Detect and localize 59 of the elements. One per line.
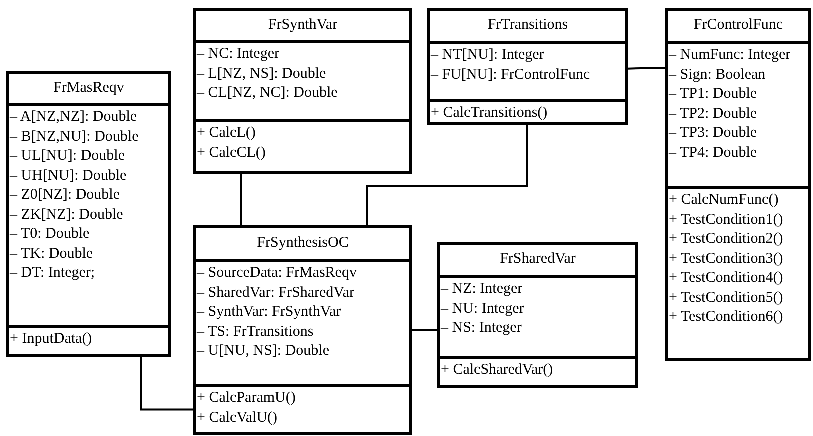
method-text: + TestCondition2() xyxy=(668,230,784,249)
association-line xyxy=(628,67,666,70)
method-text: + TestCondition3() xyxy=(668,250,784,268)
class-box xyxy=(193,8,412,174)
attribute-text: – A[NZ,NZ]: Double xyxy=(9,108,138,127)
class-box xyxy=(427,8,628,125)
class-box xyxy=(193,225,412,435)
attribute-text: – TP1: Double xyxy=(668,85,758,104)
attribute-text: – NZ: Integer xyxy=(440,280,523,299)
class-name: FrSynthesisOC xyxy=(256,234,349,253)
association-line xyxy=(140,357,193,411)
attribute-text: – TP4: Double xyxy=(668,144,758,162)
method-text: + CalcL() xyxy=(196,124,256,143)
method-text: + TestCondition4() xyxy=(668,269,784,288)
attribute-text: – TP2: Double xyxy=(668,104,758,124)
method-text: + CalcTransitions() xyxy=(430,104,548,123)
attribute-text: – SharedVar: FrSharedVar xyxy=(196,284,354,302)
attribute-text: – B[NZ,NU]: Double xyxy=(9,128,139,146)
method-text: + CalcSharedVar() xyxy=(440,361,554,380)
class-name: FrMasReqv xyxy=(52,78,124,98)
attribute-text: – U[NU, NS]: Double xyxy=(196,342,330,361)
class-name: FrControlFunc xyxy=(692,16,784,36)
attribute-text: – UH[NU]: Double xyxy=(9,166,127,186)
method-text: + TestCondition6() xyxy=(668,308,784,327)
class-box xyxy=(6,71,171,357)
attribute-text: – NumFunc: Integer xyxy=(668,46,791,65)
method-text: + CalcNumFunc() xyxy=(668,191,779,210)
attribute-text: – SourceData: FrMasReqv xyxy=(196,264,357,283)
attribute-text: – Sign: Boolean xyxy=(668,66,766,84)
attribute-text: – TK: Double xyxy=(9,244,94,264)
attribute-text: – DT: Integer; xyxy=(9,264,96,283)
method-text: + CalcParamU() xyxy=(196,389,296,408)
method-text: + TestCondition5() xyxy=(668,288,784,308)
method-text: + InputData() xyxy=(9,330,92,349)
attribute-text: – Z0[NZ]: Double xyxy=(9,186,120,205)
class-name: FrSharedVar xyxy=(499,250,576,270)
method-text: + CalcCL() xyxy=(196,144,266,162)
association-line xyxy=(412,329,438,332)
class-box xyxy=(665,8,811,361)
class-name: FrSynthVar xyxy=(267,16,338,35)
attribute-text: – UL[NU]: Double xyxy=(9,147,125,166)
class-name: FrTransitions xyxy=(486,16,568,36)
class-box xyxy=(437,242,638,388)
attribute-text: – NS: Integer xyxy=(440,319,522,338)
attribute-text: – T0: Double xyxy=(9,225,90,244)
method-text: + TestCondition1() xyxy=(668,210,784,230)
association-line xyxy=(240,174,242,225)
attribute-text: – CL[NZ, NC]: Double xyxy=(196,84,338,103)
attribute-text: – TS: FrTransitions xyxy=(196,322,314,342)
attribute-text: – NT[NU]: Integer xyxy=(430,46,544,65)
attribute-text: – TP3: Double xyxy=(668,124,758,143)
attribute-text: – NU: Integer xyxy=(440,300,524,318)
attribute-text: – ZK[NZ]: Double xyxy=(9,206,124,224)
attribute-text: – L[NZ, NS]: Double xyxy=(196,64,326,84)
association-line xyxy=(366,125,528,225)
attribute-text: – SynthVar: FrSynthVar xyxy=(196,303,342,322)
attribute-text: – FU[NU]: FrControlFunc xyxy=(430,66,590,84)
attribute-text: – NC: Integer xyxy=(196,45,280,64)
method-text: + CalcValU() xyxy=(196,408,278,428)
